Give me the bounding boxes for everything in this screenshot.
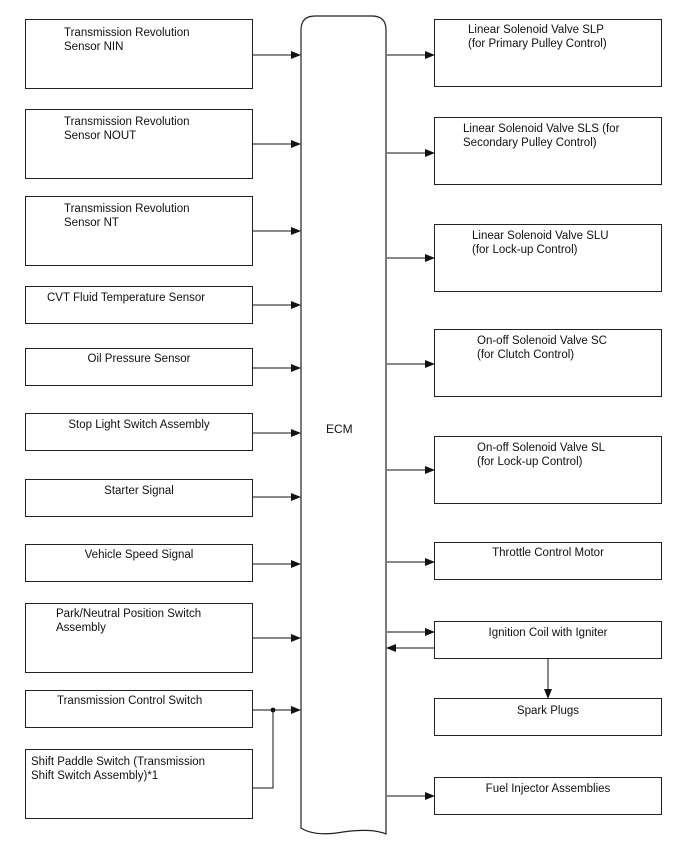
output-label: Throttle Control Motor — [492, 547, 604, 559]
input-box-tcs: Transmission Control Switch — [25, 690, 253, 728]
output-label: Linear Solenoid Valve SLP (for Primary P… — [468, 24, 607, 50]
input-box-park: Park/Neutral Position Switch Assembly — [25, 603, 253, 673]
input-label: Stop Light Switch Assembly — [68, 419, 210, 431]
output-box-sc: On-off Solenoid Valve SC (for Clutch Con… — [434, 329, 662, 397]
output-box-ign: Ignition Coil with Igniter — [434, 621, 662, 659]
input-box-nt: Transmission Revolution Sensor NT — [25, 196, 253, 266]
output-box-slu: Linear Solenoid Valve SLU (for Lock-up C… — [434, 224, 662, 292]
input-box-nout: Transmission Revolution Sensor NOUT — [25, 109, 253, 179]
input-box-cvt: CVT Fluid Temperature Sensor — [25, 286, 253, 324]
input-label: Shift Paddle Switch (Transmission Shift … — [31, 756, 206, 782]
output-label: On-off Solenoid Valve SC (for Clutch Con… — [477, 335, 607, 361]
ecm-label: ECM — [326, 422, 353, 436]
output-box-sl: On-off Solenoid Valve SL (for Lock-up Co… — [434, 436, 662, 504]
input-label: Transmission Revolution Sensor NT — [64, 203, 190, 229]
output-box-sls: Linear Solenoid Valve SLS (for Secondary… — [434, 117, 662, 185]
output-label: On-off Solenoid Valve SL (for Lock-up Co… — [477, 442, 606, 468]
output-label: Spark Plugs — [516, 705, 579, 717]
output-box-slp: Linear Solenoid Valve SLP (for Primary P… — [434, 19, 662, 87]
output-box-fuel: Fuel Injector Assemblies — [434, 777, 662, 815]
input-label: Transmission Revolution Sensor NIN — [64, 27, 190, 53]
input-label: Vehicle Speed Signal — [84, 549, 194, 561]
output-label: Linear Solenoid Valve SLS (for Secondary… — [463, 123, 620, 149]
junction-dot — [270, 707, 276, 713]
input-label: Park/Neutral Position Switch Assembly — [56, 608, 202, 634]
ecm-bar — [300, 15, 387, 835]
input-box-stop: Stop Light Switch Assembly — [25, 413, 253, 451]
output-box-thr: Throttle Control Motor — [434, 542, 662, 580]
output-box-spark: Spark Plugs — [434, 698, 662, 736]
input-label: Transmission Revolution Sensor NOUT — [64, 116, 190, 142]
input-box-start: Starter Signal — [25, 479, 253, 517]
input-box-oil: Oil Pressure Sensor — [25, 348, 253, 386]
input-box-paddle: Shift Paddle Switch (Transmission Shift … — [25, 749, 253, 819]
input-label: Transmission Control Switch — [57, 695, 203, 707]
input-box-speed: Vehicle Speed Signal — [25, 544, 253, 582]
input-label: CVT Fluid Temperature Sensor — [47, 292, 206, 304]
input-label: Starter Signal — [104, 485, 174, 497]
output-label: Ignition Coil with Igniter — [488, 627, 608, 639]
input-box-nin: Transmission Revolution Sensor NIN — [25, 19, 253, 89]
output-label: Linear Solenoid Valve SLU (for Lock-up C… — [472, 230, 609, 256]
input-label: Oil Pressure Sensor — [87, 353, 191, 365]
wire-paddle — [253, 710, 274, 789]
output-label: Fuel Injector Assemblies — [485, 783, 611, 795]
